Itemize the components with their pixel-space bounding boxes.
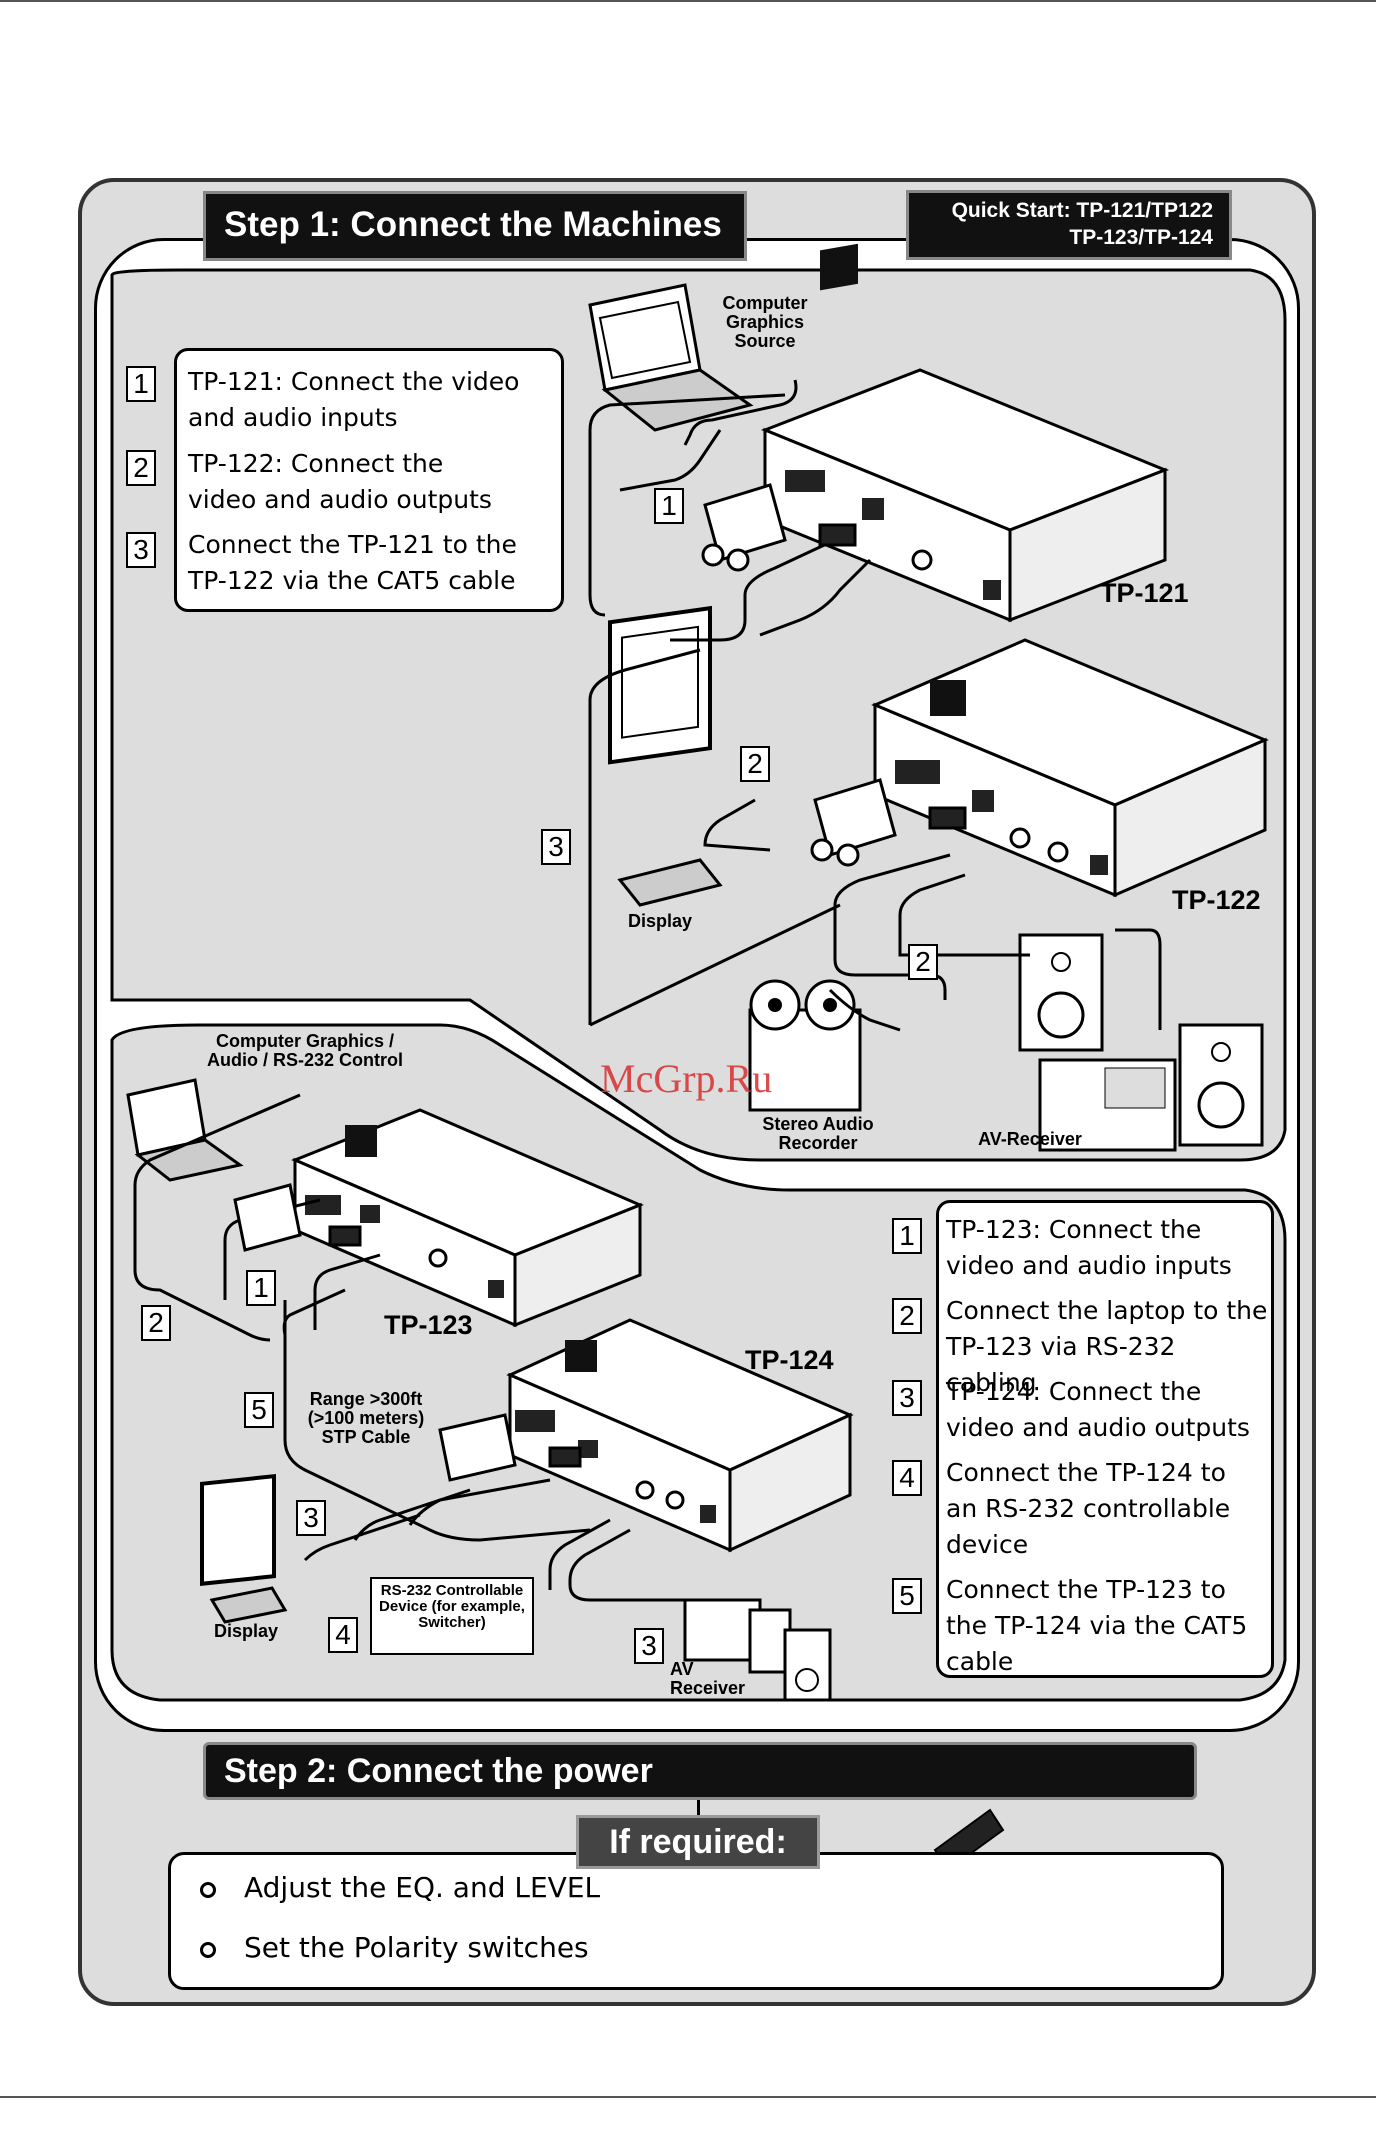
step2-title: Step 2: Connect the power: [203, 1742, 1197, 1800]
quick-start-badge: Quick Start: TP-121/TP122 TP-123/TP-124: [906, 190, 1232, 260]
display-bottom-label: Display: [213, 1621, 279, 1641]
watermark: McGrp.Ru: [600, 1056, 773, 1101]
bottom-callout-2: 2: [141, 1305, 171, 1341]
tp124-label: TP-124: [745, 1345, 834, 1375]
top-step-2-text: TP-122: Connect the video and audio outp…: [188, 449, 492, 514]
tape-recorder: [748, 979, 862, 1112]
display-top-label: Display: [627, 911, 693, 931]
tp121-device: [760, 243, 1170, 623]
laptop-top: [588, 283, 754, 432]
bottom-rule: [0, 2096, 1376, 2098]
quick-start-line2: TP-123/TP-124: [1069, 226, 1213, 249]
top-step-2-number: 2: [126, 450, 156, 486]
bottom-step-1-text: TP-123: Connect the video and audio inpu…: [946, 1215, 1232, 1280]
rs232-device-label: RS-232 Controllable Device (for example,…: [370, 1577, 534, 1655]
bottom-step-3-text: TP-124: Connect the video and audio outp…: [946, 1377, 1250, 1442]
connectors: [233, 483, 967, 1482]
bullet-icon: [200, 1942, 216, 1958]
if-required-box: [168, 1852, 1224, 1990]
step2-connector: [697, 1800, 700, 1820]
tp121-label: TP-121: [1100, 578, 1189, 608]
bottom-step-4-number: 4: [892, 1460, 922, 1496]
bottom-callout-3b: 3: [634, 1628, 664, 1664]
top-callout-2a: 2: [740, 746, 770, 782]
display-top: [608, 605, 723, 907]
top-step-3-number: 3: [126, 532, 156, 568]
bottom-step-5-text: Connect the TP-123 to the TP-124 via the…: [946, 1575, 1248, 1676]
av-receiver-top-label: AV-Receiver: [978, 1129, 1082, 1149]
top-instructions-box: [174, 348, 564, 612]
bottom-step-5-number: 5: [892, 1578, 922, 1614]
bottom-step-4-text: Connect the TP-124 to an RS-232 controll…: [946, 1458, 1231, 1559]
bottom-callout-5: 5: [244, 1392, 274, 1428]
computer-control-label: Computer Graphics / Audio / RS-232 Contr…: [206, 1031, 403, 1070]
bottom-step-1-number: 1: [892, 1218, 922, 1254]
av-receiver-bottom: [683, 1598, 832, 1702]
step2-item-2: Set the Polarity switches: [244, 1931, 589, 1964]
top-step-1-number: 1: [126, 366, 156, 402]
top-cables: [588, 379, 1162, 1032]
step2-item-1: Adjust the EQ. and LEVEL: [244, 1871, 601, 1904]
range-label: Range >300ft (>100 meters) STP Cable: [307, 1389, 425, 1447]
tp123-label: TP-123: [384, 1310, 473, 1340]
bottom-callout-3a: 3: [296, 1500, 326, 1536]
tp122-device: [871, 638, 1269, 898]
stereo-recorder-label: Stereo Audio Recorder: [762, 1114, 874, 1153]
bottom-callout-1: 1: [246, 1270, 276, 1306]
tp124-device: [506, 1318, 854, 1553]
top-callout-3: 3: [541, 829, 571, 865]
bottom-step-2-text: Connect the laptop to the TP-123 via RS-…: [946, 1296, 1268, 1397]
top-step-1-text: TP-121: Connect the video and audio inpu…: [188, 367, 520, 432]
top-step-3-text: Connect the TP-121 to the TP-122 via the…: [188, 530, 517, 595]
laptop-bottom: [126, 1078, 244, 1182]
bottom-callout-4: 4: [328, 1617, 358, 1653]
top-rule: [0, 0, 1376, 2]
bottom-instructions-box: [936, 1200, 1274, 1678]
if-required-label: If required:: [576, 1815, 820, 1869]
bottom-step-3-number: 3: [892, 1380, 922, 1416]
av-receiver-top: [1018, 933, 1264, 1152]
bottom-step-2-number: 2: [892, 1298, 922, 1334]
tp123-device: [291, 1108, 644, 1328]
av-receiver-bottom-label: AV Receiver: [670, 1659, 746, 1698]
top-callout-2b: 2: [908, 944, 938, 980]
top-callout-1: 1: [654, 488, 684, 524]
tp122-label: TP-122: [1172, 885, 1261, 915]
computer-source-label: Computer Graphics Source: [722, 293, 808, 351]
step1-title: Step 1: Connect the Machines: [203, 191, 747, 261]
bullet-icon: [200, 1882, 216, 1898]
display-bottom: [200, 1473, 288, 1624]
quick-start-line1: Quick Start: TP-121/TP122: [951, 199, 1213, 222]
